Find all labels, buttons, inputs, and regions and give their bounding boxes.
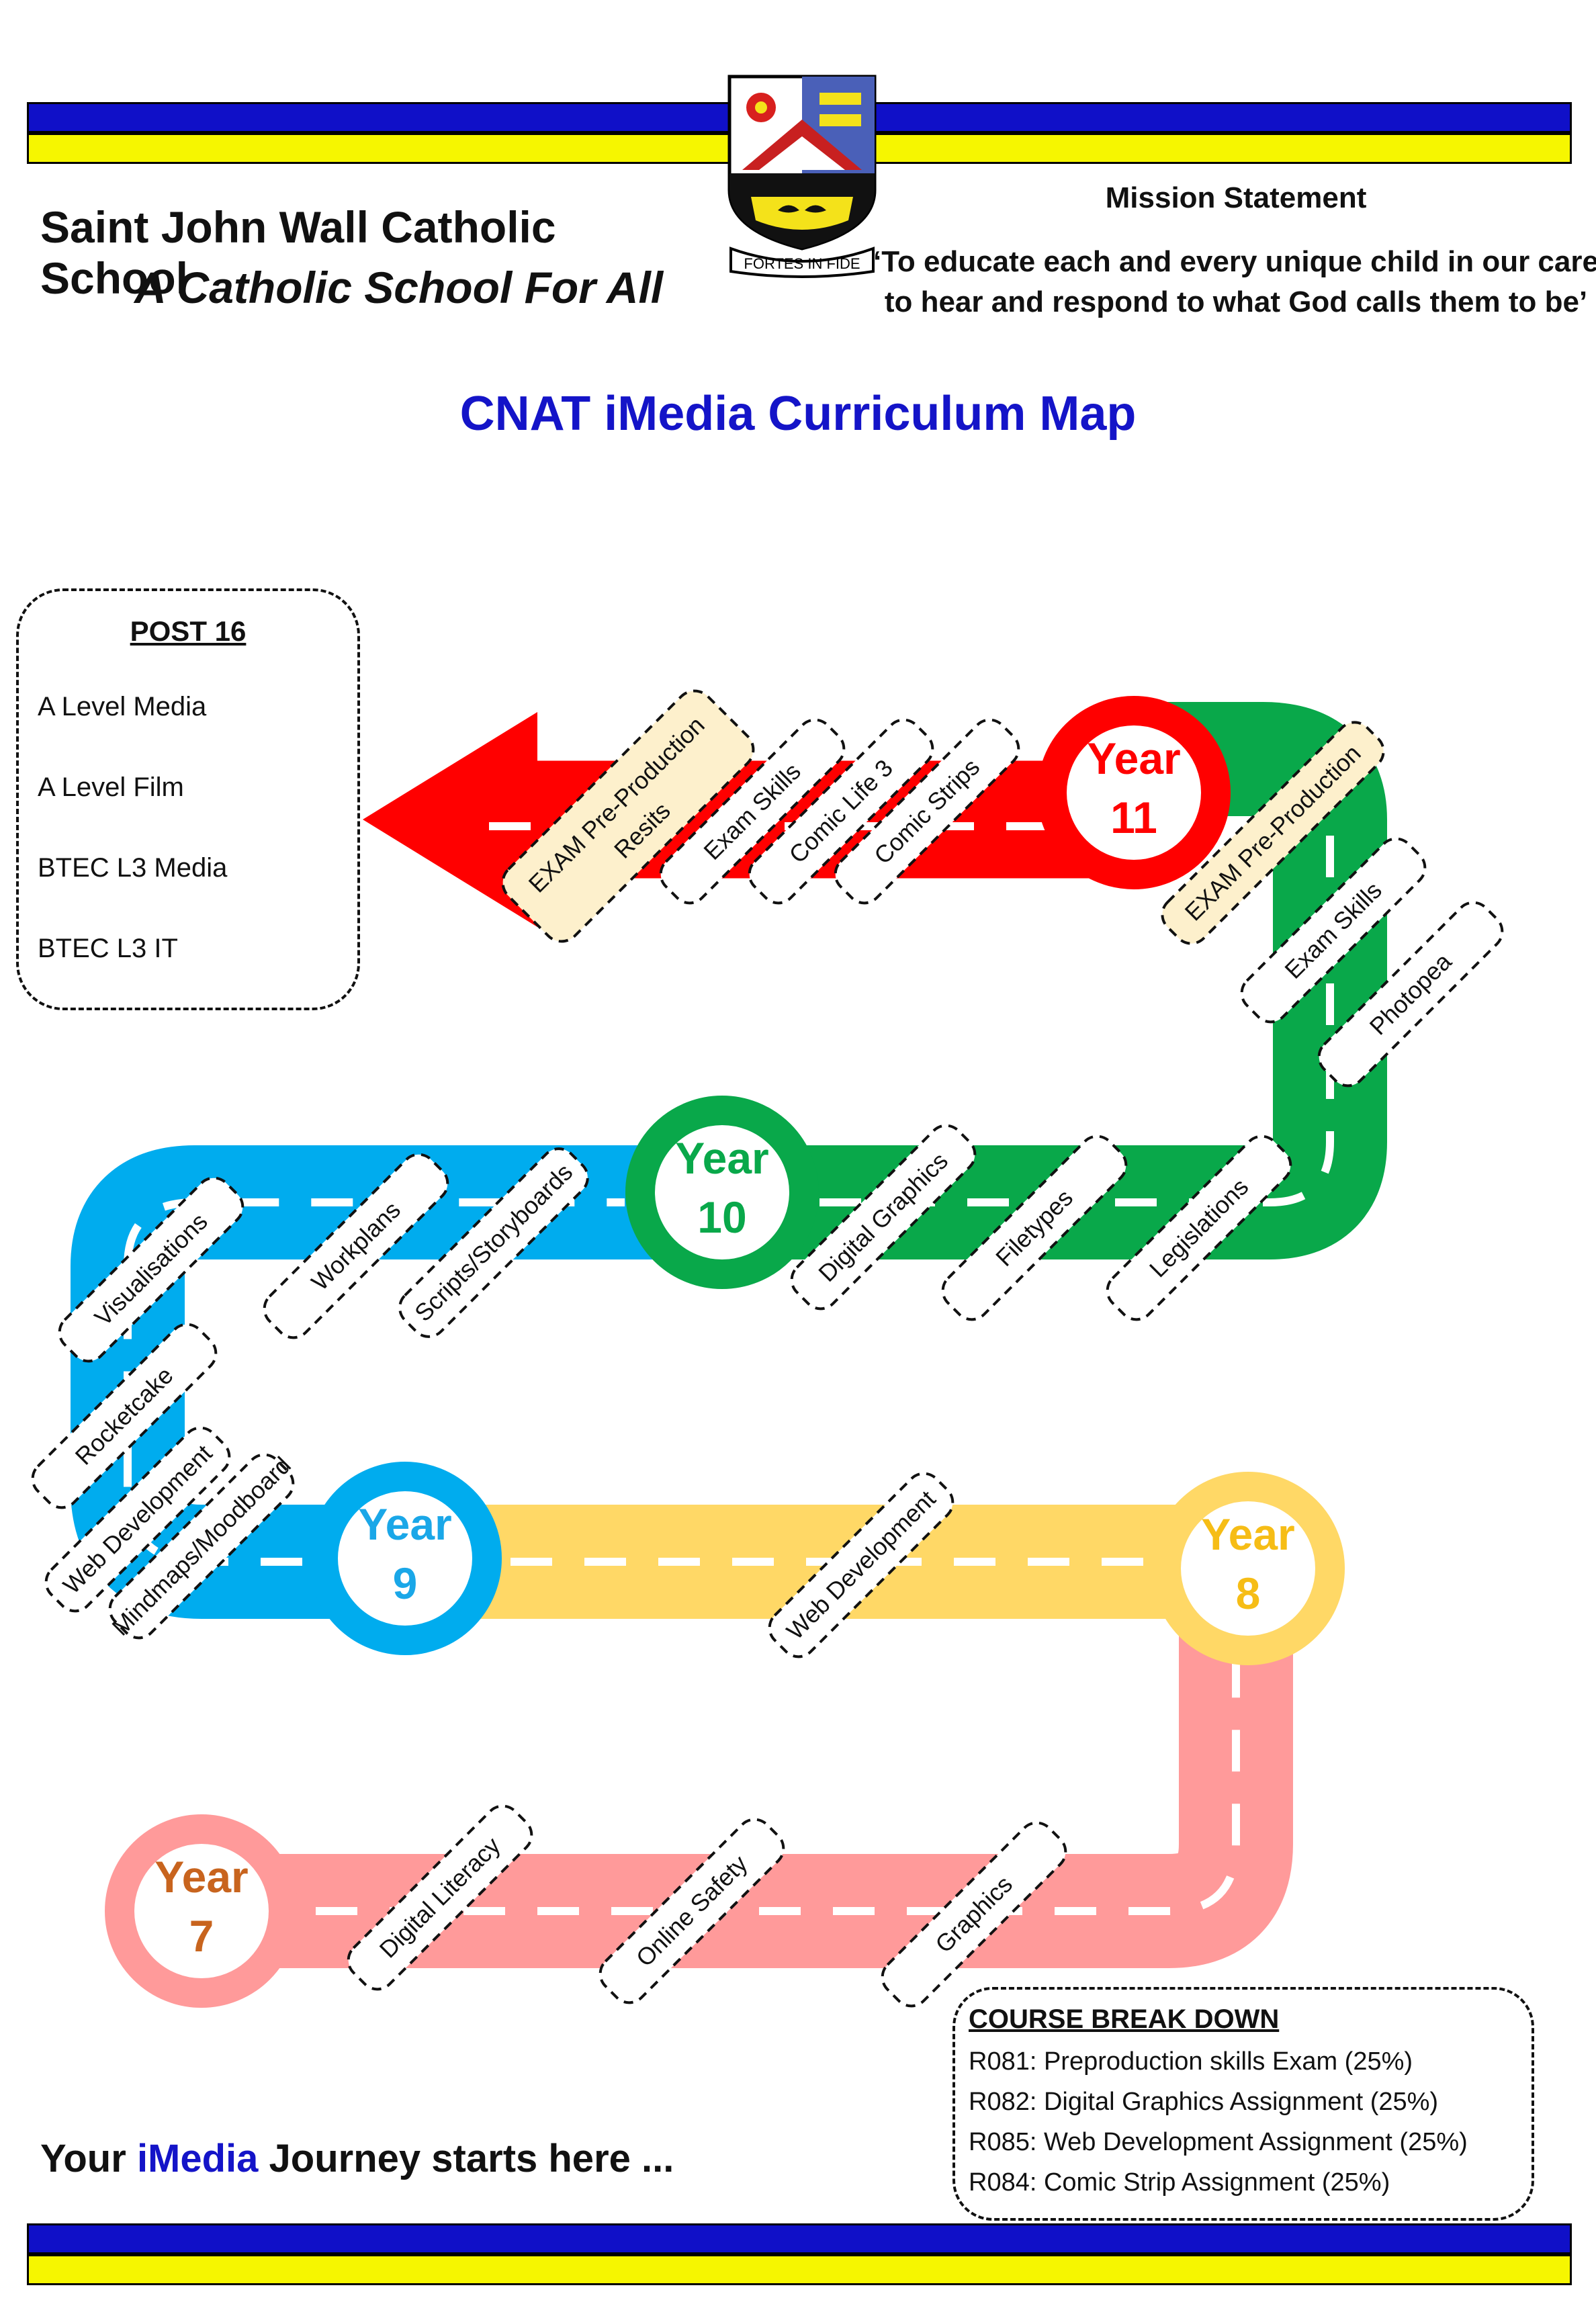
year7-number: 7 — [189, 1911, 214, 1961]
post16-item: A Level Media — [38, 692, 207, 721]
mission-title: Mission Statement — [1105, 181, 1367, 214]
bottom-yellow-band — [27, 2254, 1572, 2285]
journey-tagline: Your iMedia Journey starts here ... — [40, 2136, 674, 2181]
year8-label: Year — [1201, 1509, 1294, 1559]
course-breakdown-box: COURSE BREAK DOWN R081: Preproduction sk… — [952, 1987, 1534, 2221]
post16-heading: POST 16 — [130, 615, 247, 647]
year11-number: 11 — [1110, 793, 1157, 842]
year8-number: 8 — [1236, 1568, 1261, 1618]
year9-marker: Year 9 — [308, 1462, 502, 1655]
year7-label: Year — [154, 1852, 248, 1902]
mission-text: ‘To educate each and every unique child … — [873, 245, 1596, 318]
bottom-blue-band — [27, 2223, 1572, 2254]
course-unit: R085: Web Development Assignment (25%) — [969, 2128, 1468, 2156]
topic-tag: Graphics — [881, 1821, 1067, 2008]
school-motto: A Catholic School For All — [134, 263, 664, 312]
year8-marker: Year 8 — [1151, 1472, 1345, 1665]
post16-item: BTEC L3 Media — [38, 853, 228, 883]
post16-item: BTEC L3 IT — [38, 934, 178, 963]
tagline-after: Journey starts here ... — [258, 2137, 674, 2180]
page-title: CNAT iMedia Curriculum Map — [459, 387, 1137, 441]
year10-label: Year — [675, 1133, 768, 1183]
year10-marker: Year 10 — [625, 1096, 819, 1289]
year7-marker: Year 7 — [105, 1814, 298, 2008]
year11-label: Year — [1087, 734, 1180, 783]
tagline-highlight: iMedia — [136, 2137, 259, 2180]
year10-number: 10 — [697, 1192, 746, 1242]
school-name: Saint John Wall Catholic School — [40, 202, 556, 303]
course-unit: R084: Comic Strip Assignment (25%) — [969, 2168, 1390, 2197]
crest-motto: FORTES IN FIDE — [744, 255, 860, 272]
tagline-before: Your — [40, 2137, 137, 2180]
road-year7 — [202, 1626, 1293, 1968]
course-unit: R081: Preproduction skills Exam (25%) — [969, 2047, 1413, 2076]
course-breakdown-heading: COURSE BREAK DOWN — [969, 2004, 1280, 2034]
road-year10 — [719, 702, 1387, 1259]
year11-marker: Year 11 — [1037, 696, 1231, 889]
post16-item: A Level Film — [38, 772, 184, 802]
post16-box: POST 16 A Level Media A Level Film BTEC … — [16, 588, 360, 1010]
year9-label: Year — [358, 1499, 451, 1549]
school-crest-logo: FORTES IN FIDE — [727, 75, 877, 278]
year9-number: 9 — [393, 1558, 418, 1608]
course-unit: R082: Digital Graphics Assignment (25%) — [969, 2088, 1439, 2116]
